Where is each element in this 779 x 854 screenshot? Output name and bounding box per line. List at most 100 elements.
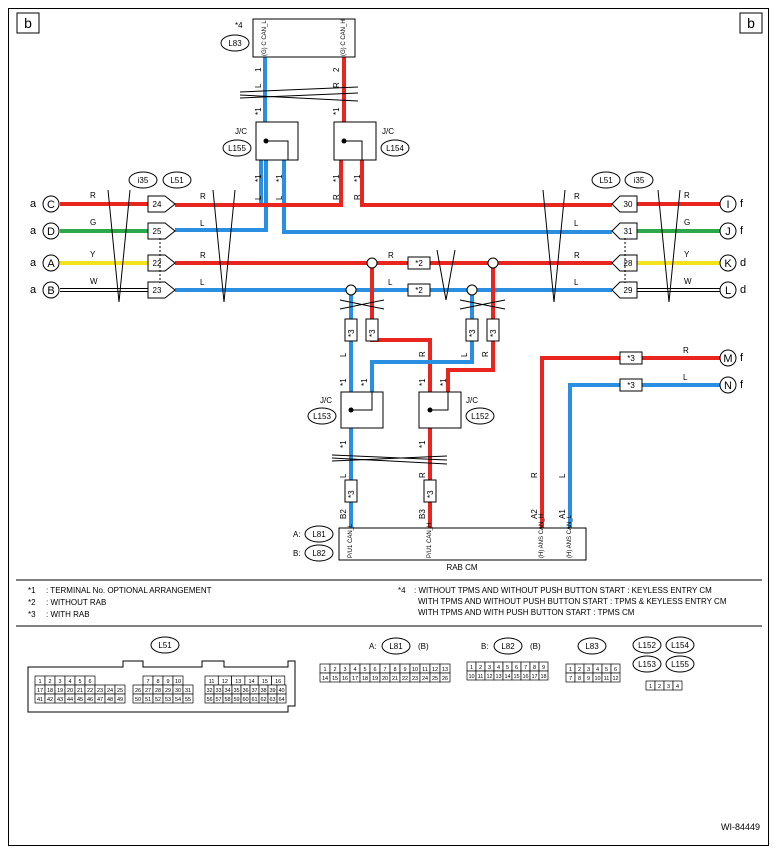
right-connector-pin-shape [611, 281, 638, 299]
row-a-letter-right: R [200, 251, 206, 260]
left-connector-pin-shape [147, 281, 176, 299]
top-connector-box [252, 18, 356, 58]
pinout-l51-code-oval [150, 636, 180, 654]
legend-right-line-2: WITH TPMS AND WITHOUT PUSH BUTTON START … [418, 597, 727, 606]
rab-a1-letter: L [558, 473, 567, 478]
pin-number: 8 [393, 667, 396, 673]
legend-right-line-1: : WITHOUT TPMS AND WITHOUT PUSH BUTTON S… [414, 586, 712, 595]
pin-number: 14 [248, 679, 254, 685]
splice-blue-2 [466, 284, 478, 296]
pin-number: 1 [38, 679, 41, 685]
pin-number: 7 [524, 665, 527, 671]
l154-star-a: *1 [332, 174, 341, 182]
pin-number: 9 [587, 676, 590, 682]
left-connector-pin: 22 [153, 259, 162, 268]
top-connector-star: *4 [235, 21, 243, 30]
left-connector-pin: 24 [153, 200, 162, 209]
pin-number: 31 [185, 688, 191, 694]
rab-pinlabel-b2: P/U1 CAN_L [348, 523, 354, 558]
row-l-letter: L [574, 278, 579, 287]
legend: *1 : TERMINAL No. OPTIONAL ARRANGEMENT *… [28, 586, 727, 619]
corner-box-left [16, 12, 40, 34]
pin-number: 16 [275, 679, 281, 685]
pin-number: 38 [260, 688, 266, 694]
pinout-jc-l152-oval [632, 636, 662, 654]
right-terminal-color: Y [684, 250, 690, 259]
pin-number: 15 [262, 679, 268, 685]
pin-number: 59 [233, 697, 239, 703]
pin-number: 9 [542, 665, 545, 671]
pin-number: 15 [513, 674, 519, 680]
pin-number: 29 [165, 688, 171, 694]
pin-number: 24 [422, 676, 428, 682]
legend-text-2: : WITHOUT RAB [46, 598, 106, 607]
junction-l154: J/C L154 [333, 121, 410, 161]
low-letter-a: L [339, 473, 348, 478]
legend-key-1: *1 [28, 586, 36, 595]
pin-number: 55 [185, 697, 191, 703]
drop-star-b: *1 [360, 378, 369, 386]
pin-number: 4 [596, 667, 599, 673]
pin-number: 63 [269, 697, 275, 703]
pin-number: 7 [146, 679, 149, 685]
pin-number: 11 [478, 674, 484, 680]
rab-pin-b2: B2 [339, 509, 348, 519]
pin-number: 3 [488, 665, 491, 671]
l155-wire-l-b: L [275, 195, 284, 200]
with-rab-box [465, 318, 479, 342]
pin-number: 32 [206, 688, 212, 694]
pin-number: 12 [432, 667, 438, 673]
left-terminal-prefix: a [30, 257, 37, 269]
pin-number: 28 [155, 688, 161, 694]
top-pin-right-label: (G) C CAN_H [341, 19, 347, 56]
pin-number: 62 [260, 697, 266, 703]
pinout-l82-code-oval [493, 637, 523, 655]
v-marks [107, 189, 681, 303]
pin-number: 23 [97, 688, 103, 694]
left-terminal-circle [42, 222, 60, 240]
jc-label-l152: J/C [466, 396, 478, 405]
pin-number: 19 [57, 688, 63, 694]
pinout-l81-code: L81 [389, 642, 403, 651]
without-rab-marks: *2 *2 [407, 256, 431, 297]
with-rab-box [423, 479, 437, 503]
pin-number: 22 [402, 676, 408, 682]
splice-red-1 [366, 257, 378, 269]
pin-number: 50 [135, 697, 141, 703]
pin-number: 10 [594, 676, 600, 682]
rab-conn-b-code: L82 [312, 549, 326, 558]
jc-code-l153: L153 [313, 412, 331, 421]
pin-cell [276, 693, 287, 704]
wire-drop-red-to-l152 [370, 263, 432, 392]
left-terminal-prefix: a [30, 284, 37, 296]
row-wire-letters: R L R L R L R L R L [200, 192, 580, 287]
pin-number: 9 [166, 679, 169, 685]
pinout-l83-code-oval [577, 637, 607, 655]
low-star-b: *1 [418, 440, 427, 448]
pin-number: 4 [676, 684, 679, 690]
legend-key-3: *3 [28, 610, 36, 619]
right-terminal-suffix: f [740, 352, 744, 364]
right-terminal-suffix: f [740, 225, 744, 237]
pin-number: 10 [468, 674, 474, 680]
rab-pin-a1: A1 [558, 509, 567, 519]
pinout-l81-prefix: A: [369, 642, 377, 651]
right-feed-box-label: *3 [627, 354, 635, 363]
pin-number: 1 [470, 665, 473, 671]
pin-number: 58 [224, 697, 230, 703]
pin-number: 4 [68, 679, 71, 685]
rab-pinlabel-b3: P/U1 CAN_H [427, 523, 433, 558]
drop-a-letter: L [339, 352, 348, 357]
top-connector-code-oval [220, 34, 250, 52]
pin-number: 9 [403, 667, 406, 673]
wire-l155-down [175, 160, 268, 232]
pin-number: 11 [209, 679, 215, 685]
jc-code-l152: L152 [471, 412, 489, 421]
right-terminal-letter: L [725, 285, 731, 297]
rab-pin-b3: B3 [418, 509, 427, 519]
pin-number: 56 [206, 697, 212, 703]
pin-number: 11 [422, 667, 428, 673]
with-rab-box-label: *3 [368, 329, 377, 337]
pin-number: 42 [47, 697, 53, 703]
